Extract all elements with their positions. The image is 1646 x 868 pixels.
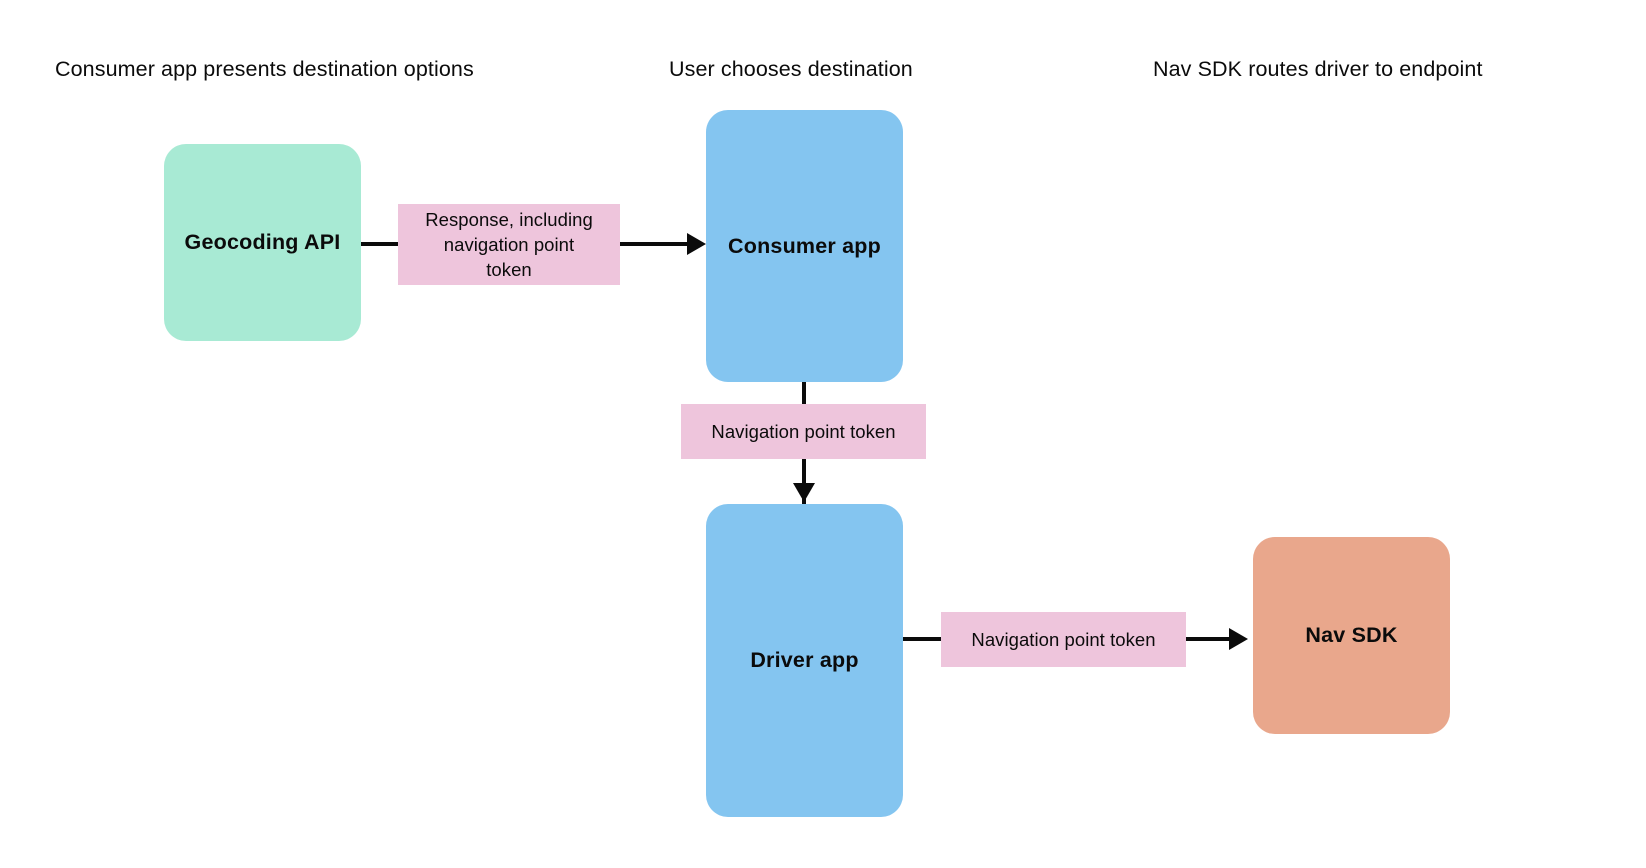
column-header-nav-sdk-routes-driver-to-endpoint: Nav SDK routes driver to endpoint <box>1153 57 1483 81</box>
arrowhead-geocoding-to-consumer-icon <box>687 233 706 255</box>
node-driver-app-label: Driver app <box>750 648 859 672</box>
node-geocoding-api-label: Geocoding API <box>184 230 341 254</box>
node-nav-sdk[interactable]: Nav SDK <box>1253 537 1450 734</box>
column-header-consumer-app-presents-destination-options: Consumer app presents destination option… <box>55 57 474 81</box>
column-header-user-chooses-destination: User chooses destination <box>669 57 913 81</box>
arrowhead-consumer-to-driver-icon <box>793 483 815 502</box>
node-geocoding-api[interactable]: Geocoding API <box>164 144 361 341</box>
edge-label-navigation-point-token-driver-to-navsdk: Navigation point token <box>941 612 1186 667</box>
node-consumer-app-label: Consumer app <box>728 233 881 258</box>
edge-label-navigation-point-token-driver-to-navsdk-text: Navigation point token <box>971 629 1156 650</box>
edge-label-response-text: Response, including navigation point tok… <box>425 209 593 280</box>
edge-label-response-including-navigation-point-token: Response, including navigation point tok… <box>398 204 620 285</box>
node-driver-app[interactable]: Driver app <box>706 504 903 817</box>
edge-label-navigation-point-token-consumer-to-driver: Navigation point token <box>681 404 926 459</box>
node-nav-sdk-label: Nav SDK <box>1305 623 1398 647</box>
node-consumer-app[interactable]: Consumer app <box>706 110 903 382</box>
arrowhead-driver-to-navsdk-icon <box>1229 628 1248 650</box>
edge-label-navigation-point-token-consumer-to-driver-text: Navigation point token <box>711 421 896 442</box>
